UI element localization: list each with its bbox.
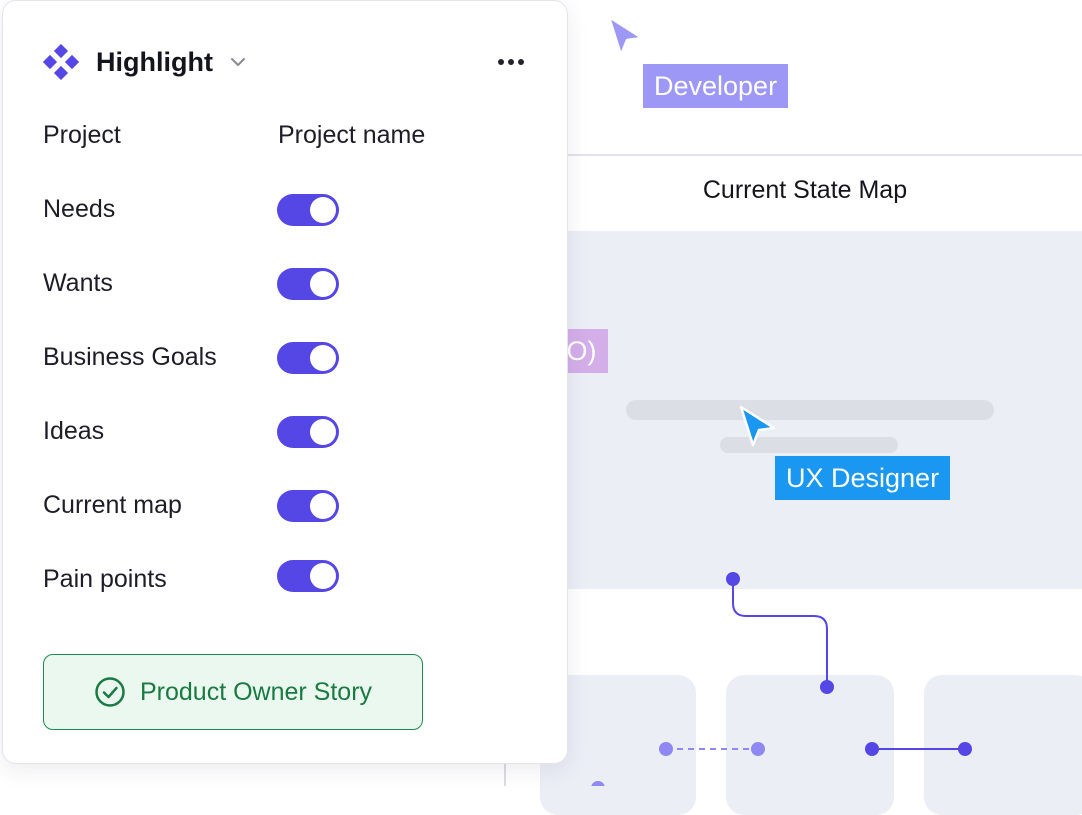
more-horizontal-icon bbox=[498, 59, 504, 65]
toggle-knob bbox=[310, 197, 336, 223]
placeholder-text-line bbox=[720, 437, 898, 453]
toggle-knob bbox=[310, 493, 336, 519]
row-label-pain-points: Pain points bbox=[43, 565, 167, 593]
ux-designer-cursor-icon bbox=[739, 405, 776, 447]
toggle-pain-points[interactable] bbox=[277, 560, 339, 592]
column-header-project: Project bbox=[43, 121, 121, 149]
row-label-current-map: Current map bbox=[43, 491, 182, 519]
panel-title: Highlight bbox=[96, 46, 213, 77]
more-dot bbox=[518, 59, 524, 65]
toggle-knob bbox=[310, 271, 336, 297]
diamond-grid-logo-icon bbox=[43, 44, 79, 80]
toggle-knob bbox=[310, 345, 336, 371]
toggle-ideas[interactable] bbox=[277, 416, 339, 448]
toggle-current-map[interactable] bbox=[277, 490, 339, 522]
row-label-business-goals: Business Goals bbox=[43, 343, 217, 371]
placeholder-text-line bbox=[626, 400, 994, 420]
toggle-knob bbox=[310, 563, 336, 589]
row-label-ideas: Ideas bbox=[43, 417, 105, 445]
chevron-down-icon[interactable] bbox=[229, 53, 247, 71]
product-owner-story-button[interactable]: Product Owner Story bbox=[43, 654, 423, 730]
map-card[interactable] bbox=[726, 675, 894, 815]
board-divider bbox=[560, 154, 1082, 156]
developer-cursor-icon bbox=[607, 15, 644, 57]
column-header-project-name: Project name bbox=[278, 121, 426, 149]
product-owner-story-label: Product Owner Story bbox=[139, 677, 373, 706]
ux-designer-cursor-label: UX Designer bbox=[775, 456, 951, 500]
toggle-needs[interactable] bbox=[277, 194, 339, 226]
row-label-wants: Wants bbox=[43, 269, 113, 297]
toggle-business-goals[interactable] bbox=[277, 342, 339, 374]
developer-cursor-label: Developer bbox=[643, 64, 789, 108]
toggle-wants[interactable] bbox=[277, 268, 339, 300]
map-title: Current State Map bbox=[702, 176, 908, 204]
row-label-needs: Needs bbox=[43, 195, 116, 223]
more-options-button[interactable] bbox=[493, 47, 529, 77]
map-card[interactable] bbox=[924, 675, 1082, 815]
more-dot bbox=[508, 59, 514, 65]
panel-header[interactable]: Highlight bbox=[43, 41, 247, 83]
check-circle-icon bbox=[95, 677, 125, 707]
toggle-knob bbox=[310, 419, 336, 445]
highlight-panel: Highlight Project Project name Needs Wan… bbox=[2, 0, 568, 764]
